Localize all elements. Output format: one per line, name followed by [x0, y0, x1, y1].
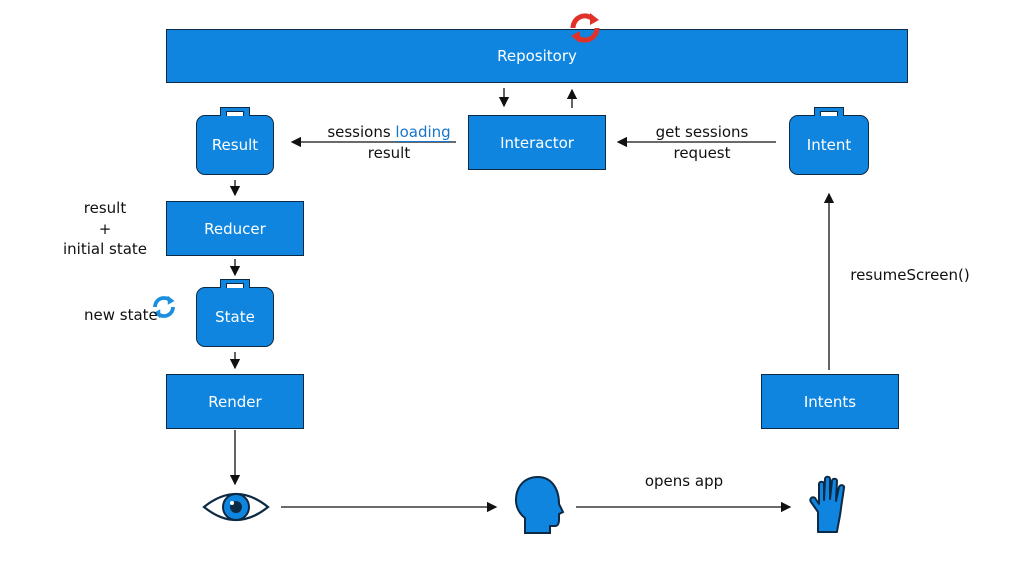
initial-state-line: initial state	[62, 240, 148, 258]
repository-label: Repository	[497, 47, 577, 65]
new-state-label: new state	[84, 306, 158, 324]
state-label: State	[215, 308, 255, 326]
intent-label: Intent	[806, 136, 852, 154]
sessions-loading-result-label: sessions loading result	[316, 122, 462, 164]
render-label: Render	[208, 392, 262, 411]
result-node: Result	[196, 107, 274, 175]
render-box: Render	[166, 374, 304, 429]
result-initial-state-label: result + initial state	[50, 198, 160, 260]
repository-box: Repository	[166, 29, 908, 83]
intents-label: Intents	[803, 392, 857, 411]
reducer-label: Reducer	[204, 219, 266, 238]
hand-icon	[809, 475, 846, 533]
sessions-text: sessions	[327, 123, 396, 141]
interactor-label: Interactor	[500, 133, 574, 152]
resume-screen-label: resumeScreen()	[850, 266, 970, 284]
state-node: State	[196, 279, 274, 347]
opens-app-label: opens app	[644, 472, 724, 490]
eye-icon	[202, 493, 270, 521]
interactor-box: Interactor	[468, 115, 606, 170]
sync-icon	[153, 295, 175, 319]
result-text: result	[367, 144, 411, 162]
result-line: result	[83, 199, 127, 217]
intents-box: Intents	[761, 374, 899, 429]
intent-node: Intent	[789, 107, 869, 175]
plus-line: +	[98, 219, 112, 238]
get-sessions-request-label: get sessions request	[636, 122, 768, 164]
request-text: request	[673, 144, 731, 162]
reducer-box: Reducer	[166, 201, 304, 256]
get-sessions-text: get sessions	[655, 123, 749, 141]
user-head-icon	[514, 475, 565, 534]
result-label: Result	[211, 136, 259, 154]
loading-highlight: loading	[395, 123, 451, 142]
sync-icon	[570, 13, 600, 43]
